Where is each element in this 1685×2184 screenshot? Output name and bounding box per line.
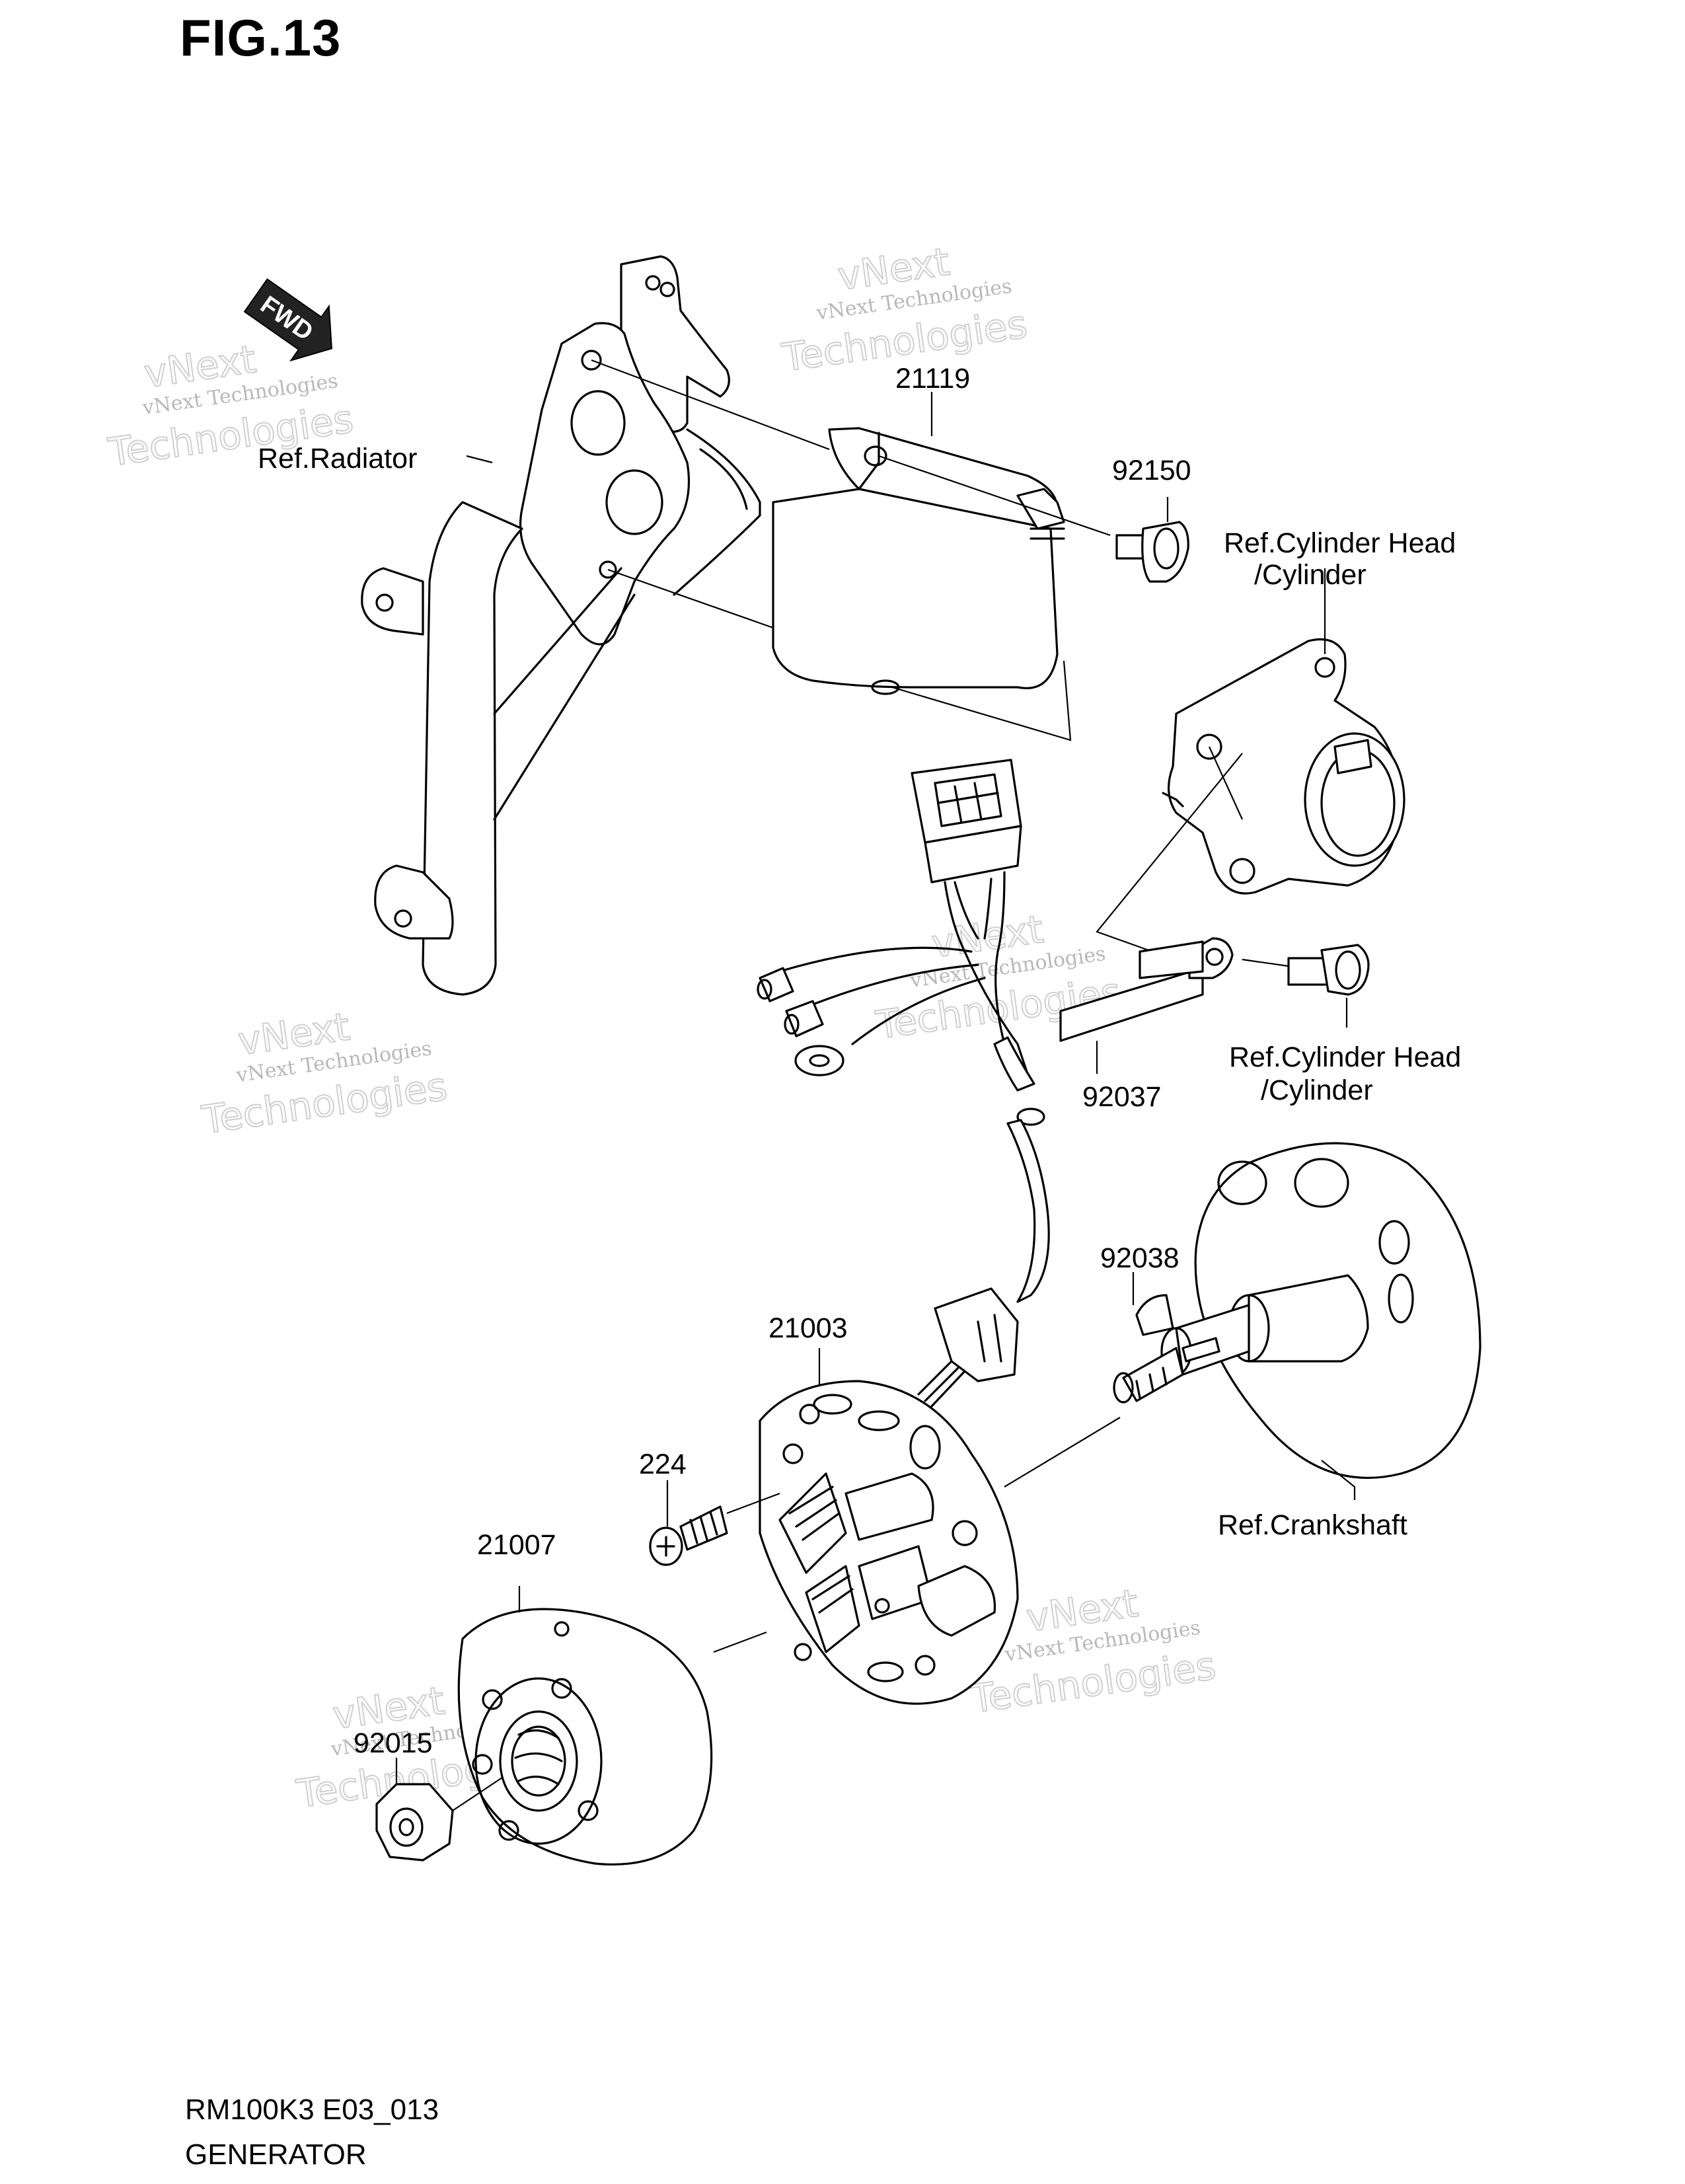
figure-name: GENERATOR (185, 2138, 367, 2171)
figure-title: FIG.13 (180, 9, 342, 67)
label-part-92015: 92015 (354, 1727, 433, 1759)
pulser-coil-92037 (1059, 937, 1234, 1074)
radiator-bracket (361, 255, 761, 996)
bolt-cylinder-ref (1242, 944, 1370, 1028)
label-part-21119: 21119 (895, 363, 970, 395)
label-ref-cyl-head-1-line2: /Cylinder (1254, 559, 1367, 591)
label-part-224: 224 (639, 1449, 687, 1480)
nut-92015 (375, 1758, 503, 1862)
label-ref-radiator: Ref.Radiator (258, 443, 417, 474)
label-ref-cyl-head-2-line2: /Cylinder (1261, 1074, 1373, 1106)
label-ref-cyl-head-2-line1: Ref.Cylinder Head (1229, 1041, 1461, 1073)
cdi-unit-21119 (591, 359, 1111, 741)
bolt-92150 (1115, 497, 1189, 583)
label-part-92037: 92037 (1082, 1081, 1162, 1113)
crankshaft-flywheel (1113, 1142, 1481, 1500)
rotor-21007 (457, 1586, 713, 1866)
label-ref-crankshaft: Ref.Crankshaft (1218, 1509, 1407, 1541)
figure-code: RM100K3 E03_013 (185, 2093, 439, 2126)
label-part-92150: 92150 (1112, 455, 1191, 486)
woodruff-key-92038 (1132, 1272, 1174, 1336)
watermark-mid-left: vNext vNext Technologies Technologies (198, 1003, 450, 1143)
label-part-92038: 92038 (1100, 1242, 1180, 1274)
stator-plate-21003 (713, 1348, 1121, 1705)
screw-224 (649, 1480, 780, 1566)
cylinder-head (1096, 568, 1405, 966)
label-part-21003: 21003 (768, 1312, 848, 1344)
watermark-top-center: vNext vNext Technologies Technologies (778, 239, 1030, 381)
label-ref-cyl-head-1-line1: Ref.Cylinder Head (1224, 527, 1456, 559)
wiring-harness (757, 759, 1050, 1408)
label-part-21007: 21007 (477, 1529, 556, 1561)
